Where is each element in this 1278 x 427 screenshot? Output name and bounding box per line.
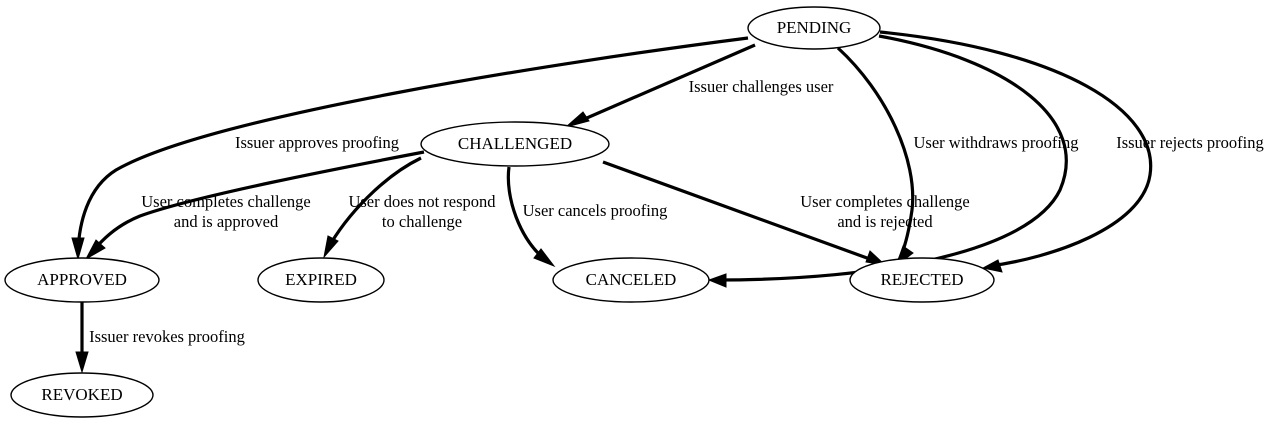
edge-challenged-to-canceled	[506, 166, 556, 268]
edge-line	[602, 160, 879, 264]
state-node-revoked[interactable]: REVOKED	[10, 372, 154, 418]
edge-approved-to-revoked	[75, 302, 89, 374]
node-ellipse[interactable]	[4, 257, 160, 303]
edge-label: Issuer approves proofing	[235, 133, 399, 152]
edge-challenged-to-expired	[323, 156, 422, 259]
edge-label: User withdraws proofing	[914, 133, 1079, 152]
edges-layer	[71, 30, 1153, 374]
edge-line	[88, 150, 425, 256]
edge-label-line: User completes challenge	[800, 192, 970, 211]
edge-pending-to-rejected	[836, 46, 915, 268]
node-ellipse[interactable]	[10, 372, 154, 418]
arrowhead-icon	[75, 351, 89, 374]
edge-label-line: User does not respond	[348, 192, 496, 211]
edge-label-line: User completes challenge	[141, 192, 311, 211]
edge-pending-to-canceled	[707, 34, 1068, 288]
edge-pending-to-rejected	[879, 30, 1153, 273]
state-node-pending[interactable]: PENDING	[747, 6, 881, 50]
edge-line	[76, 36, 749, 253]
arrowhead-icon	[71, 237, 85, 261]
state-node-canceled[interactable]: CANCELED	[552, 257, 710, 303]
edge-label-line: Issuer rejects proofing	[1116, 133, 1264, 152]
edge-line	[572, 43, 756, 126]
arrowhead-icon	[565, 111, 590, 128]
state-node-rejected[interactable]: REJECTED	[849, 257, 995, 303]
node-label: CANCELED	[586, 270, 677, 289]
edge-label-line: to challenge	[382, 212, 462, 231]
node-label: PENDING	[777, 18, 852, 37]
nodes-layer: PENDING CHALLENGED APPROVED EXPIRED CANCELED…	[4, 6, 995, 418]
arrowhead-icon	[84, 239, 106, 261]
node-label: EXPIRED	[285, 270, 357, 289]
edge-label: User cancels proofing	[523, 201, 668, 220]
edge-line	[715, 34, 1068, 282]
edge-line	[879, 30, 1153, 268]
state-node-expired[interactable]: EXPIRED	[257, 257, 385, 303]
node-label: REJECTED	[880, 270, 963, 289]
arrowhead-icon	[533, 248, 556, 268]
edge-label-line: User withdraws proofing	[914, 133, 1079, 152]
node-ellipse[interactable]	[552, 257, 710, 303]
edge-challenged-to-approved	[84, 150, 425, 261]
edge-label-line: User cancels proofing	[523, 201, 668, 220]
edge-label: Issuer rejects proofing	[1116, 133, 1264, 152]
node-ellipse[interactable]	[747, 6, 881, 50]
arrowhead-icon	[981, 259, 1003, 273]
state-node-approved[interactable]: APPROVED	[4, 257, 160, 303]
node-label: APPROVED	[37, 270, 127, 289]
edge-label: Issuer challenges user	[689, 77, 834, 96]
node-label: CHALLENGED	[458, 134, 572, 153]
node-label: REVOKED	[41, 385, 122, 404]
edge-label-line: Issuer approves proofing	[235, 133, 399, 152]
arrowhead-icon	[707, 273, 727, 288]
edge-pending-to-challenged	[565, 43, 756, 128]
edge-label: Issuer revokes proofing	[89, 327, 245, 346]
node-ellipse[interactable]	[257, 257, 385, 303]
edge-label-line: Issuer challenges user	[689, 77, 834, 96]
arrowhead-icon	[323, 235, 339, 259]
edge-line	[836, 46, 915, 261]
node-ellipse[interactable]	[849, 257, 995, 303]
edge-pending-to-approved	[71, 36, 749, 261]
state-node-challenged[interactable]: CHALLENGED	[420, 121, 610, 167]
edge-label-line: and is approved	[174, 212, 279, 231]
edge-line	[325, 156, 422, 251]
edge-label-line: Issuer revokes proofing	[89, 327, 245, 346]
node-ellipse[interactable]	[420, 121, 610, 167]
edge-label-line: and is rejected	[837, 212, 933, 231]
